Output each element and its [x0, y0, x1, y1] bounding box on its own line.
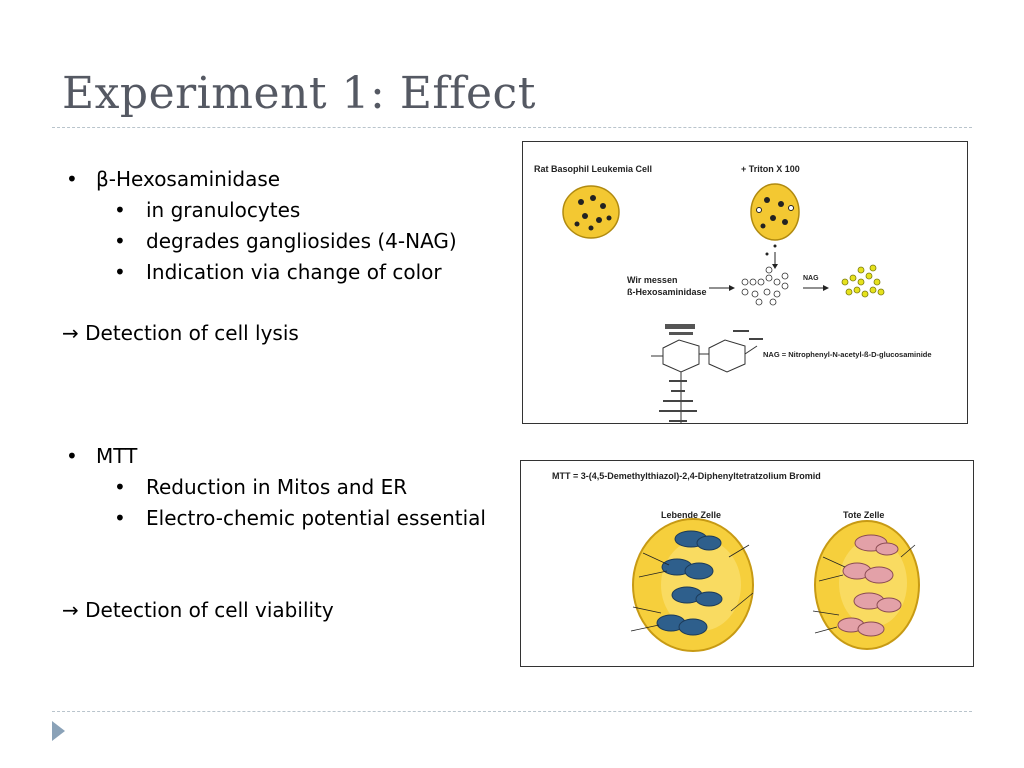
label-rat-basophil-cell: Rat Basophil Leukemia Cell	[534, 164, 652, 174]
bullet-item: Electro-chemic potential essential	[62, 503, 486, 534]
nag-structure-icon	[651, 324, 758, 424]
label-nag-definition: NAG = Nitrophenyl-N-acetyl-ß-D-glucosami…	[763, 350, 932, 359]
conclusion-viability: → Detection of cell viability	[62, 598, 334, 622]
conclusion-lysis: → Detection of cell lysis	[62, 321, 299, 345]
living-cell-icon	[630, 518, 754, 652]
label-triton: + Triton X 100	[741, 164, 800, 174]
label-nag: NAG	[803, 275, 819, 282]
intact-cell-icon	[562, 185, 620, 239]
bullet-list-mtt: MTT Reduction in Mitos and ER Electro-ch…	[62, 441, 486, 534]
label-mtt-definition: MTT = 3-(4,5-Demethylthiazol)-2,4-Diphen…	[552, 471, 821, 481]
label-hexosaminidase: ß-Hexosaminidase	[627, 287, 707, 297]
hexosaminidase-diagram: Rat Basophil Leukemia Cell + Triton X 10…	[534, 164, 932, 424]
bullet-list-hexosaminidase: β-Hexosaminidase in granulocytes degrade…	[62, 164, 457, 288]
bullet-item: Indication via change of color	[62, 257, 457, 288]
lysed-cell-icon	[750, 183, 800, 269]
mtt-diagram: MTT = 3-(4,5-Demethylthiazol)-2,4-Diphen…	[552, 471, 920, 652]
bullet-heading-mtt: MTT	[62, 441, 486, 472]
dead-cell-icon	[812, 520, 920, 650]
title-divider	[52, 127, 972, 128]
enzyme-molecules-icon	[741, 266, 789, 306]
bullet-item: in granulocytes	[62, 195, 457, 226]
slide-marker-icon	[52, 721, 65, 741]
label-measure: Wir messen	[627, 275, 677, 285]
yellow-product-icon	[841, 264, 885, 298]
footer-divider	[52, 711, 972, 712]
label-dead-cell: Tote Zelle	[843, 510, 884, 520]
bullet-item: degrades gangliosides (4-NAG)	[62, 226, 457, 257]
figure-mtt-assay: MTT = 3-(4,5-Demethylthiazol)-2,4-Diphen…	[520, 460, 974, 667]
bullet-item: Reduction in Mitos and ER	[62, 472, 486, 503]
slide-title: Experiment 1: Effect	[62, 68, 536, 119]
bullet-heading-hexosaminidase: β-Hexosaminidase	[62, 164, 457, 195]
figure-hexosaminidase-assay: Rat Basophil Leukemia Cell + Triton X 10…	[522, 141, 968, 424]
structure-glyphs	[659, 330, 763, 422]
label-living-cell: Lebende Zelle	[661, 510, 721, 520]
